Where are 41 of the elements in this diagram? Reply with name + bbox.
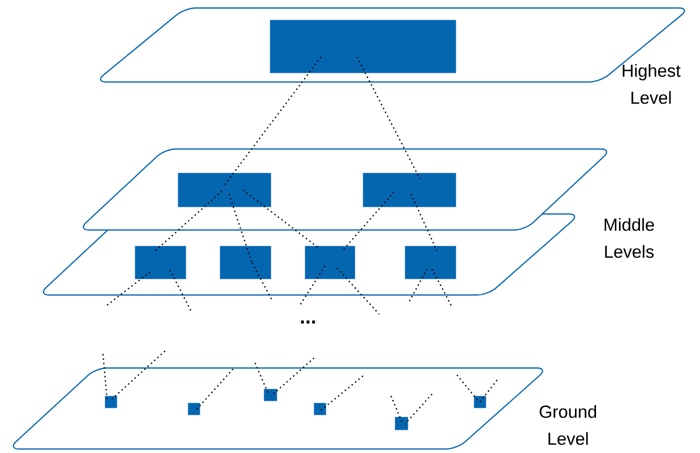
level-label: Middle Levels xyxy=(604,218,654,258)
dotted-connector xyxy=(196,368,234,410)
dotted-connector xyxy=(404,394,432,424)
dotted-connector xyxy=(356,56,421,180)
level-label: Ground Level xyxy=(540,405,596,445)
dotted-connector xyxy=(154,190,222,252)
block xyxy=(264,388,278,402)
dotted-connector xyxy=(242,189,320,250)
dotted-connector xyxy=(410,194,438,252)
dotted-connector xyxy=(169,270,192,312)
block xyxy=(178,172,272,208)
dotted-connector xyxy=(320,376,364,412)
block xyxy=(270,20,456,74)
block xyxy=(220,246,272,280)
block xyxy=(362,172,456,208)
level-label: Highest Level xyxy=(622,64,681,104)
dotted-connector xyxy=(251,262,273,300)
dotted-connector xyxy=(106,272,150,307)
block xyxy=(304,246,356,280)
dotted-connector xyxy=(342,192,394,250)
block xyxy=(134,246,186,280)
dotted-connector xyxy=(102,354,108,400)
dotted-connector xyxy=(336,268,380,314)
block xyxy=(404,246,456,280)
dotted-connector xyxy=(112,350,166,400)
dotted-connector xyxy=(408,268,428,302)
dotted-connector xyxy=(299,266,326,306)
block xyxy=(394,416,408,430)
dotted-connector xyxy=(431,268,453,308)
dotted-connector xyxy=(228,194,253,264)
block xyxy=(104,396,118,408)
block xyxy=(314,402,326,416)
dotted-connector xyxy=(222,56,322,188)
dotted-connector xyxy=(480,380,498,402)
dotted-connector xyxy=(254,362,269,394)
dotted-connector xyxy=(456,374,480,402)
block xyxy=(188,402,200,416)
dotted-connector xyxy=(390,396,403,422)
dotted-connector xyxy=(270,358,314,396)
ellipsis: ... xyxy=(301,320,315,324)
block xyxy=(474,396,486,408)
